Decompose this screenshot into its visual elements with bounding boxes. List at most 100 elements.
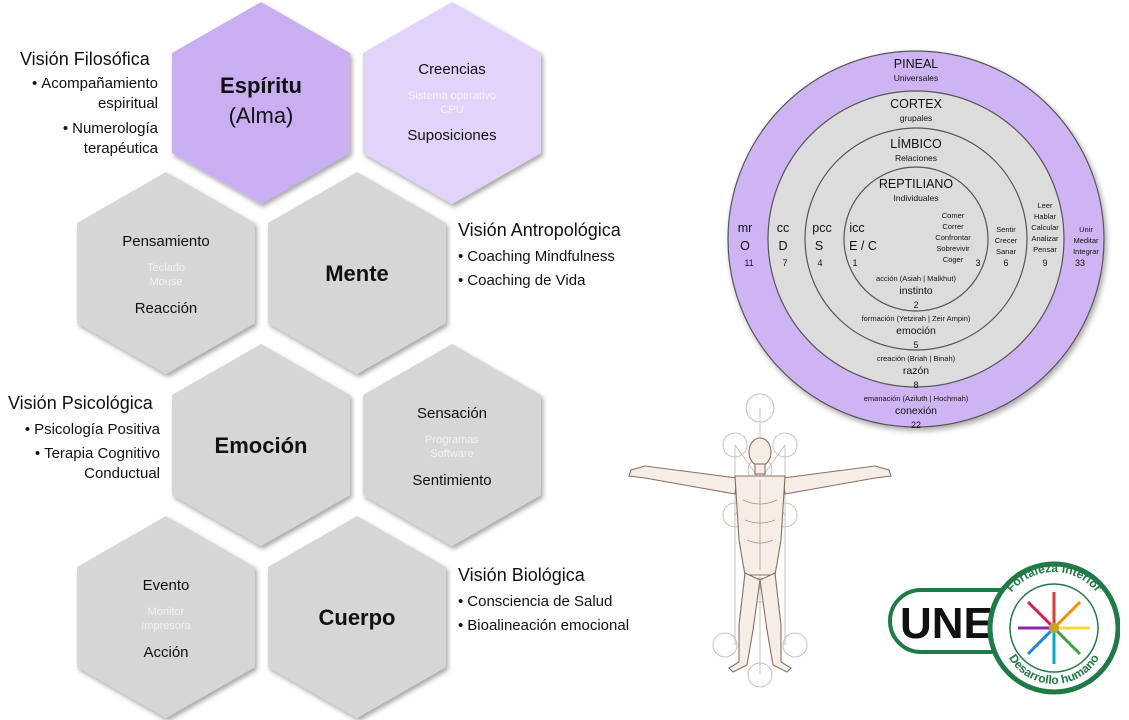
- hex-emocion-title: Emoción: [215, 433, 308, 458]
- svg-text:O: O: [740, 239, 750, 253]
- human-figure-illustration: [628, 393, 892, 688]
- bottom-conexion: emanación (Aziluth | Hochmah) conexión 2…: [864, 394, 969, 430]
- svg-text:8: 8: [913, 380, 918, 390]
- hex-espiritu: Espíritu (Alma): [172, 2, 350, 204]
- svg-text:9: 9: [1042, 258, 1047, 268]
- vision-biologica: Visión Biológica •Consciencia de Salud •…: [458, 564, 668, 636]
- hex-creencias-top: Creencias: [418, 61, 486, 78]
- reptiliano-title: REPTILIANO: [879, 177, 954, 191]
- right-col-cortex: Leer Hablar Calcular Analizar Pensar 9: [1031, 201, 1059, 268]
- svg-text:icc: icc: [849, 221, 864, 235]
- svg-text:1: 1: [852, 258, 857, 268]
- svg-text:creación (Briah | Binah): creación (Briah | Binah): [877, 354, 956, 363]
- svg-text:Calcular: Calcular: [1031, 223, 1059, 232]
- bottom-instinto: acción (Asiah | Malkhut) instinto 2: [876, 274, 956, 310]
- right-col-limbico: Sentir Crecer Sanar 6: [995, 225, 1018, 268]
- hexagon-grid: Espíritu (Alma) Creencias Sistema operat…: [77, 2, 541, 718]
- hex-sensacion-mid1: Programas: [425, 434, 479, 446]
- hex-espiritu-subtitle: (Alma): [229, 103, 294, 128]
- svg-text:7: 7: [782, 258, 787, 268]
- svg-text:Sentir: Sentir: [996, 225, 1016, 234]
- vision-filosofica: Visión Filosófica •Acompañamiento espiri…: [12, 48, 158, 159]
- hex-evento-mid1: Monitor: [148, 606, 185, 618]
- svg-text:Leer: Leer: [1037, 201, 1053, 210]
- svg-text:Unir: Unir: [1079, 225, 1093, 234]
- hex-creencias-mid1: Sistema operativo: [408, 90, 496, 102]
- left-col-mr: mr O 11: [738, 221, 754, 268]
- svg-text:Sanar: Sanar: [996, 247, 1017, 256]
- hex-mente: Mente: [268, 172, 446, 374]
- svg-text:E / C: E / C: [849, 239, 877, 253]
- svg-text:S: S: [815, 239, 823, 253]
- pineal-sub: Universales: [894, 73, 938, 83]
- svg-text:Confrontar: Confrontar: [935, 233, 971, 242]
- hex-sensacion-bottom: Sentimiento: [412, 472, 491, 489]
- vision-filosofica-item: •Numerología: [62, 120, 158, 137]
- hex-pensamiento-mid2: Mouse: [149, 276, 182, 288]
- hex-pensamiento: Pensamiento Teclado Mouse Reacción: [77, 172, 255, 374]
- right-col-reptiliano: Comer Correr Confrontar Sobrevivir Coger…: [935, 211, 980, 268]
- svg-text:Integrar: Integrar: [1073, 247, 1099, 256]
- vision-biologica-item: •Consciencia de Salud: [458, 593, 613, 610]
- right-col-pineal: Unir Meditar Integrar 33: [1073, 225, 1099, 268]
- vision-psicologica: Visión Psicológica •Psicología Positiva …: [8, 392, 160, 484]
- vision-filosofica-item: espiritual: [97, 95, 158, 112]
- pineal-title: PINEAL: [894, 57, 939, 71]
- vision-psicologica-item: •Terapia Cognitivo: [34, 445, 160, 462]
- svg-text:D: D: [778, 239, 787, 253]
- hex-pensamiento-top: Pensamiento: [122, 233, 210, 250]
- hex-evento: Evento Monitor Impresora Acción: [77, 516, 255, 718]
- svg-text:pcc: pcc: [812, 221, 831, 235]
- cortex-sub: grupales: [900, 113, 933, 123]
- hex-creencias-mid2: CPU: [440, 104, 463, 116]
- une-logo: UNE Fortaleza interior Desarrollo humano: [888, 560, 1121, 701]
- bottom-emocion: formación (Yetzirah | Zeir Ampin) emoció…: [862, 314, 971, 350]
- vision-biologica-title: Visión Biológica: [458, 565, 585, 585]
- left-col-icc: icc E / C 1: [849, 221, 877, 268]
- hex-creencias: Creencias Sistema operativo CPU Suposici…: [363, 2, 541, 204]
- svg-text:3: 3: [975, 258, 980, 268]
- svg-text:2: 2: [913, 300, 918, 310]
- svg-text:razón: razón: [903, 365, 929, 377]
- vision-psicologica-item: Conductual: [84, 465, 160, 482]
- svg-text:Crecer: Crecer: [995, 236, 1018, 245]
- vision-filosofica-item: terapéutica: [83, 140, 158, 157]
- hex-evento-mid2: Impresora: [141, 620, 191, 632]
- logo-text: UNE: [900, 599, 993, 648]
- svg-text:Coger: Coger: [943, 255, 964, 264]
- brain-levels-diagram: PINEAL Universales CORTEX grupales LÍMBI…: [727, 50, 1105, 430]
- vision-filosofica-title: Visión Filosófica: [20, 49, 150, 69]
- svg-text:11: 11: [744, 258, 753, 268]
- svg-text:33: 33: [1075, 258, 1085, 268]
- hex-emocion: Emoción: [172, 344, 350, 546]
- hex-pensamiento-bottom: Reacción: [135, 300, 198, 317]
- left-col-pcc: pcc S 4: [812, 221, 831, 268]
- svg-text:Analizar: Analizar: [1031, 234, 1059, 243]
- hex-creencias-bottom: Suposiciones: [407, 127, 496, 144]
- hex-evento-bottom: Acción: [143, 644, 188, 661]
- hex-cuerpo-title: Cuerpo: [319, 605, 396, 630]
- svg-text:Comer: Comer: [942, 211, 965, 220]
- svg-text:Pensar: Pensar: [1033, 245, 1057, 254]
- hex-evento-top: Evento: [143, 577, 190, 594]
- svg-text:6: 6: [1003, 258, 1008, 268]
- svg-text:conexión: conexión: [895, 405, 937, 417]
- svg-text:Sobrevivir: Sobrevivir: [936, 244, 970, 253]
- vision-antropologica: Visión Antropológica •Coaching Mindfulne…: [458, 219, 658, 291]
- limbico-title: LÍMBICO: [890, 136, 942, 151]
- vision-psicologica-title: Visión Psicológica: [8, 393, 153, 413]
- svg-text:22: 22: [911, 420, 921, 430]
- vision-antropologica-title: Visión Antropológica: [458, 220, 621, 240]
- svg-text:4: 4: [817, 258, 822, 268]
- vision-biologica-item: •Bioalineación emocional: [458, 617, 630, 634]
- hex-mente-title: Mente: [325, 261, 389, 286]
- svg-text:mr: mr: [738, 221, 753, 235]
- cortex-title: CORTEX: [890, 97, 943, 111]
- hex-sensacion-top: Sensación: [417, 405, 487, 422]
- hex-sensacion: Sensación Programas Software Sentimiento: [363, 344, 541, 546]
- svg-text:cc: cc: [777, 221, 790, 235]
- logo-arrows: [1018, 592, 1090, 664]
- svg-text:5: 5: [913, 340, 918, 350]
- ring-reptiliano: [843, 166, 989, 312]
- bottom-razon: creación (Briah | Binah) razón 8: [877, 354, 956, 390]
